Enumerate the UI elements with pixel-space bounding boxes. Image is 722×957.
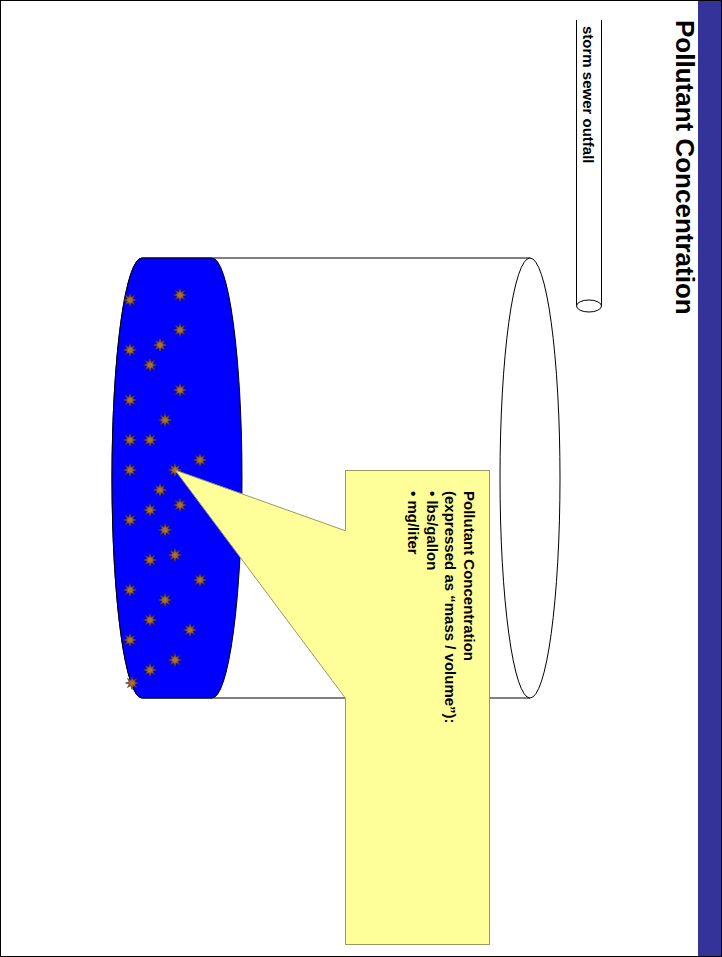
callout-text: • mg/liter (404, 491, 423, 930)
callout-text: (expressed as “mass / volume”): (441, 491, 460, 930)
pipe-wall (601, 20, 602, 306)
pipe-wall (576, 20, 577, 306)
callout-box: Pollutant Concentration(expressed as “ma… (345, 470, 490, 945)
callout-heading: Pollutant Concentration (460, 491, 479, 930)
pollutant-particles (124, 289, 207, 690)
header-band (698, 1, 721, 956)
callout-pointer (175, 470, 347, 699)
pipe-opening (577, 300, 602, 312)
slide-title: Pollutant Concentration (669, 20, 700, 315)
bucket-rim (500, 258, 560, 698)
water (112, 258, 242, 698)
callout-pointer-edge (175, 470, 346, 531)
outfall-pipe: storm sewer outfall (576, 20, 602, 312)
outfall-label: storm sewer outfall (581, 26, 598, 164)
callout-pointer-edge (175, 470, 346, 699)
callout-text: • lbs/gallon (423, 491, 442, 930)
